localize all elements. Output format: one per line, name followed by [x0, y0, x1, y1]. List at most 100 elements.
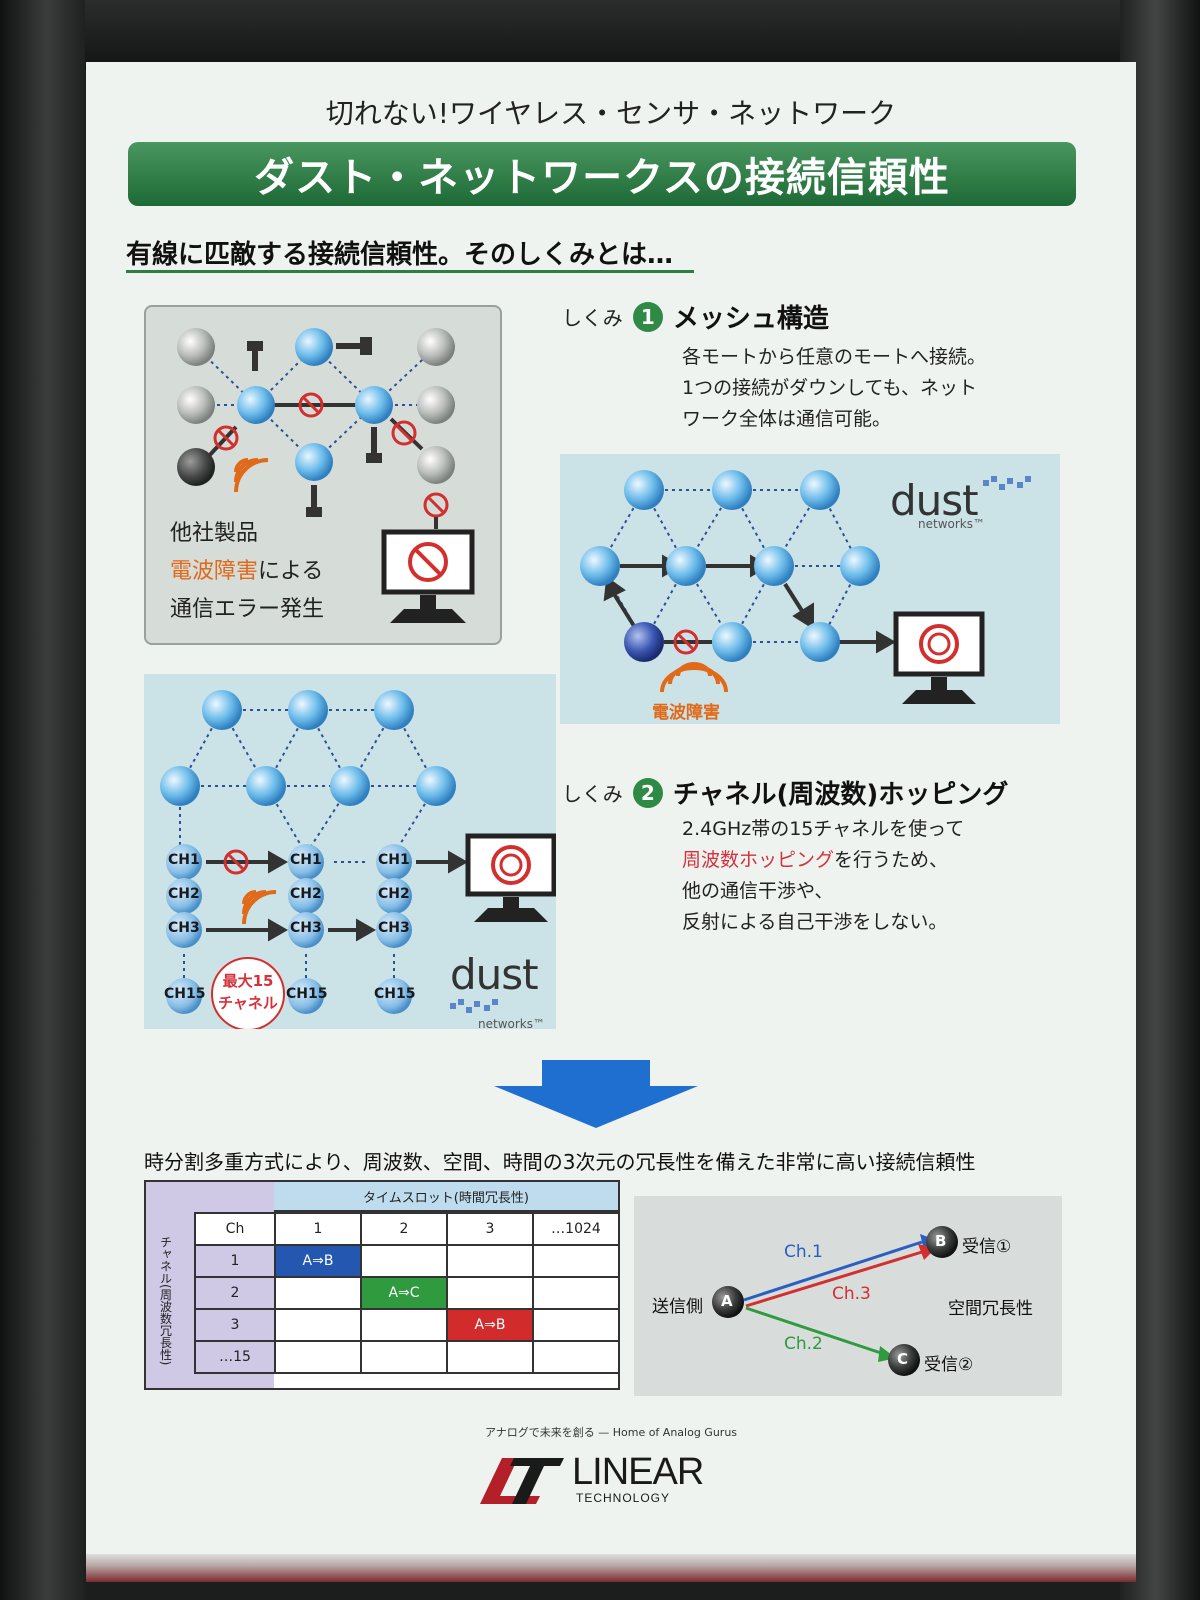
table-row: 3 A⇒B: [194, 1308, 620, 1342]
dust-logo-mark: [450, 999, 498, 1013]
max-channel-badge: 最大15 チャネル: [212, 970, 284, 1014]
poster-title: ダスト・ネットワークスの接続信頼性: [254, 155, 950, 201]
table-cell: [274, 1308, 362, 1342]
table-cell: [532, 1276, 620, 1310]
mechanism1-desc-line: 1つの接続がダウンしても、ネット: [682, 377, 977, 399]
channel-panel: CH1 CH2 CH3 CH15 CH1 CH2 CH3 CH15 CH1 CH…: [144, 674, 556, 1031]
competitor-line2-rest: による: [258, 559, 324, 584]
mechanism2-title: チャネル(周波数)ホッピング: [672, 780, 1009, 810]
mechanism1-desc-line: 各モートから任意のモートへ接続。: [682, 346, 987, 368]
table-cell: [532, 1308, 620, 1342]
spatial-panel: A B C 送信側 受信① 受信② Ch.1 Ch.3 Ch.2 空間冗長性: [634, 1196, 1062, 1396]
table-cell: A⇒B: [446, 1308, 534, 1342]
table-cell: [532, 1340, 620, 1374]
table-header-cell: Ch: [194, 1212, 276, 1246]
table-cell: [446, 1340, 534, 1374]
max-channel-line1: 最大15: [222, 972, 274, 990]
mechanism2-desc-highlight: 周波数ホッピング: [682, 849, 835, 871]
competitor-line3: 通信エラー発生: [170, 597, 325, 622]
ch2-label: Ch.2: [784, 1334, 823, 1354]
down-arrow-icon: [494, 1060, 698, 1128]
table-cell: A⇒C: [360, 1276, 448, 1310]
mesh-interference-label: 電波障害: [652, 703, 720, 723]
mechanism2-desc-line4: 反射による自己干渉をしない。: [682, 911, 948, 933]
table-cell: [274, 1276, 362, 1310]
table-cell: …15: [194, 1340, 276, 1374]
poster: 切れない!ワイヤレス・センサ・ネットワーク ダスト・ネットワークスの接続信頼性 …: [86, 62, 1136, 1582]
mechanism2-label: しくみ: [562, 782, 623, 806]
poster-bottom-strip: [86, 1554, 1136, 1582]
linear-logo-mark: [480, 1458, 564, 1504]
table-cell: [274, 1340, 362, 1374]
ch1-label: Ch.1: [784, 1242, 823, 1262]
table-header-cell: 2: [360, 1212, 448, 1246]
table-header-row: Ch 1 2 3 …1024: [194, 1212, 620, 1246]
competitor-caption: 他社製品 電波障害による 通信エラー発生: [170, 515, 324, 629]
mechanism1-description: 各モートから任意のモートへ接続。 1つの接続がダウンしても、ネット ワーク全体は…: [682, 342, 1042, 435]
node-a-label: A: [721, 1292, 733, 1310]
mesh-panel: 電波障害 dust networks™: [560, 454, 1060, 724]
channel-label: CH15: [286, 986, 328, 1002]
spatial-redundancy-label: 空間冗長性: [948, 1299, 1033, 1319]
table-cell: A⇒B: [274, 1244, 362, 1278]
timeslot-table: Ch 1 2 3 …1024 1 A⇒B 2 A⇒C 3: [194, 1212, 620, 1374]
linear-logo-sub: TECHNOLOGY: [576, 1491, 671, 1505]
channel-label: CH15: [374, 986, 416, 1002]
table-cell: [532, 1244, 620, 1278]
row-axis-label-text: チャネル(周波数冗長性): [158, 1236, 173, 1366]
node-b-label: B: [935, 1232, 947, 1250]
table-cell: 2: [194, 1276, 276, 1310]
frame-top: [0, 0, 1200, 70]
receiver2-label: 受信②: [924, 1355, 974, 1375]
node-c-label: C: [897, 1350, 909, 1368]
table-cell: [446, 1276, 534, 1310]
channel-label: CH1: [290, 852, 322, 868]
competitor-panel: 他社製品 電波障害による 通信エラー発生: [144, 305, 502, 645]
dust-logo-mesh: dust networks™: [890, 476, 1033, 531]
dust-logo-word: dust: [450, 950, 539, 999]
table-header-cell: …1024: [532, 1212, 620, 1246]
table-row: 1 A⇒B: [194, 1244, 620, 1278]
ch3-label: Ch.3: [832, 1284, 871, 1304]
mechanism2-description: 2.4GHz帯の15チャネルを使って 周波数ホッピングを行うため、 他の通信干渉…: [682, 814, 1062, 938]
col-axis-label-text: タイムスロット(時間冗長性): [363, 1190, 529, 1206]
max-channel-line2: チャネル: [218, 994, 278, 1012]
competitor-interference: 電波障害: [170, 559, 259, 584]
mechanism1-label: しくみ: [562, 306, 623, 330]
table-cell: [360, 1308, 448, 1342]
timeslot-table-block: チャネル(周波数冗長性) タイムスロット(時間冗長性) Ch 1 2 3 …10…: [144, 1180, 620, 1390]
mechanism1-number-badge: 1: [632, 301, 663, 332]
channel-label: CH3: [168, 920, 200, 936]
table-cell: 1: [194, 1244, 276, 1278]
dust-logo-mark: [982, 476, 1031, 490]
channel-label: CH15: [164, 986, 206, 1002]
title-banner: ダスト・ネットワークスの接続信頼性: [128, 142, 1076, 206]
channel-label: CH3: [290, 920, 322, 936]
channel-label: CH2: [290, 886, 322, 902]
table-row: …15: [194, 1340, 620, 1374]
sender-label: 送信側: [652, 1297, 703, 1317]
competitor-network-diagram: [177, 328, 475, 623]
channel-label: CH3: [378, 920, 410, 936]
table-row: 2 A⇒C: [194, 1276, 620, 1310]
channel-label: CH2: [168, 886, 200, 902]
table-header-cell: 3: [446, 1212, 534, 1246]
frame-left: [0, 0, 85, 1600]
table-cell: 3: [194, 1308, 276, 1342]
receiver1-label: 受信①: [962, 1237, 1012, 1257]
col-axis-header: タイムスロット(時間冗長性): [274, 1182, 618, 1212]
table-cell: [360, 1340, 448, 1374]
mechanism2-number-badge: 2: [632, 777, 663, 808]
mechanism2-desc-line1: 2.4GHz帯の15チャネルを使って: [682, 818, 965, 840]
mechanism1-desc-line: ワーク全体は通信可能。: [682, 408, 892, 430]
dust-logo-channel: dust networks™: [450, 950, 556, 1031]
competitor-line1: 他社製品: [170, 521, 259, 546]
channel-hopping-diagram: [160, 690, 556, 1029]
mechanism2-desc-line2-rest: を行うため、: [834, 849, 949, 871]
channel-label: CH2: [378, 886, 410, 902]
mechanism2-desc-line3: 他の通信干渉や、: [682, 880, 834, 902]
mechanism1-header: しくみ 1 メッシュ構造: [562, 298, 829, 335]
table-header-cell: 1: [274, 1212, 362, 1246]
table-cell: [360, 1244, 448, 1278]
poster-subtitle: 切れない!ワイヤレス・センサ・ネットワーク: [325, 97, 897, 130]
